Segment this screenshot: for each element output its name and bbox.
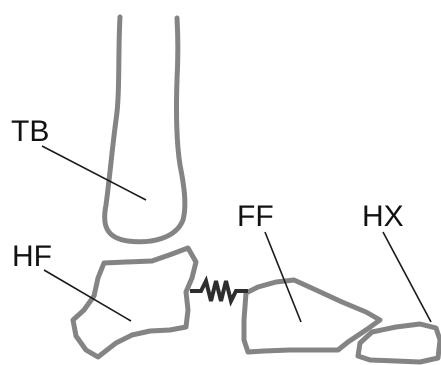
hindfoot-leader-line xyxy=(44,270,131,321)
hallux-leader-line xyxy=(383,232,431,322)
forefoot-leader-line xyxy=(265,232,301,322)
hindfoot-label: HF xyxy=(12,240,52,273)
hallux-label: HX xyxy=(362,200,404,233)
tibia-leader-line xyxy=(42,146,146,200)
forefoot-label: FF xyxy=(237,200,274,233)
hindfoot-outline xyxy=(73,248,196,357)
tibia-label: TB xyxy=(11,115,49,148)
tibia-outline xyxy=(105,17,185,242)
joint-spring xyxy=(190,281,248,301)
